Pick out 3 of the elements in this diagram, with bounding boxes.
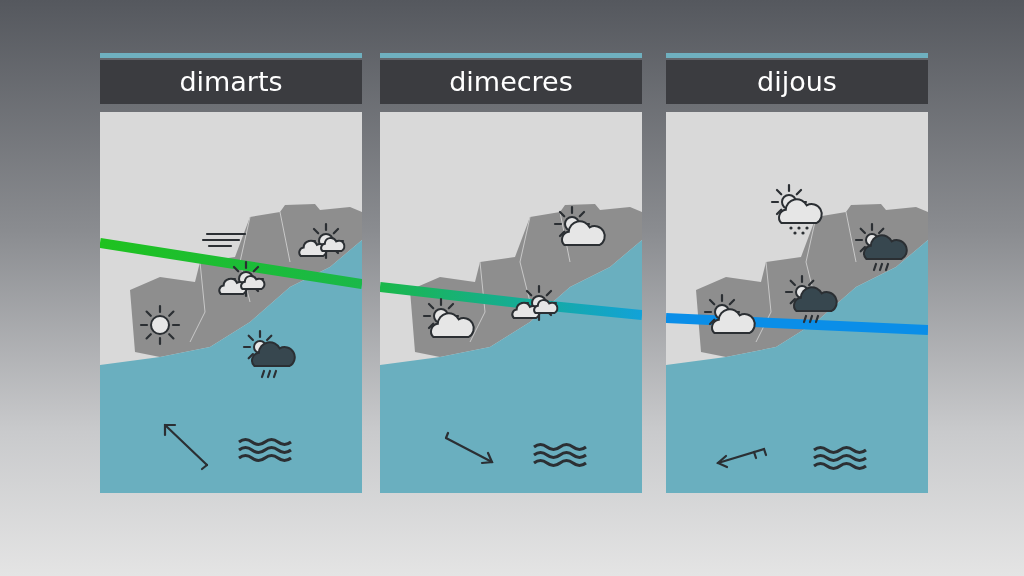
day-heading: dimarts [100,60,362,104]
day-heading: dijous [666,60,928,104]
day-heading: dimecres [380,60,642,104]
